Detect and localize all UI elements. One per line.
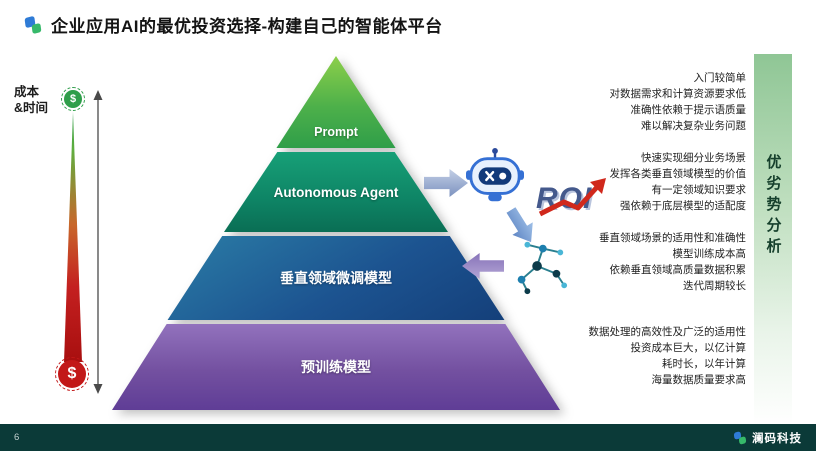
brand-mark-icon: [24, 15, 42, 34]
molecule-icon: [508, 236, 570, 296]
dollar-coin-small-icon: $: [61, 87, 85, 111]
note-block-agent: 快速实现细分业务场景 发挥各类垂直领域模型的价值 有一定领域知识要求 强依赖于底…: [610, 150, 747, 214]
note-block-prompt: 入门较简单 对数据需求和计算资源要求低 准确性依赖于提示语质量 难以解决复杂业务…: [610, 70, 747, 134]
note-line: 耗时长，以年计算: [662, 358, 746, 370]
note-block-pretrain: 数据处理的高效性及广泛的适用性 投资成本巨大，以亿计算 耗时长，以年计算 海量数…: [589, 324, 747, 388]
pyramid-layer-prompt-label: Prompt: [314, 125, 358, 139]
note-line: 发挥各类垂直领域模型的价值: [609, 168, 747, 180]
analysis-band: 优劣势分析: [754, 54, 792, 425]
note-line: 垂直领域场景的适用性和准确性: [599, 232, 746, 244]
cost-time-axis-label: 成本 &时间: [14, 84, 48, 116]
notes-panel: 入门较简单 对数据需求和计算资源要求低 准确性依赖于提示语质量 难以解决复杂业务…: [490, 0, 747, 420]
footer-bar: 6 澜码科技: [0, 424, 816, 451]
note-line: 有一定领域知识要求: [651, 184, 747, 196]
note-line: 海量数据质量要求高: [651, 374, 747, 386]
roi-graphic: ROI: [536, 178, 618, 228]
roi-rising-arrow-icon: [538, 178, 606, 217]
brand-mark-green-square: [738, 436, 746, 445]
note-line: 强依赖于底层模型的适配度: [620, 200, 746, 212]
page-number: 6: [14, 432, 20, 443]
footer-brand: 澜码科技: [733, 430, 802, 446]
note-line: 投资成本巨大，以亿计算: [630, 342, 747, 354]
robot-icon: [466, 146, 524, 210]
pyramid-layer-pretrain-label: 预训练模型: [301, 359, 371, 375]
note-line: 入门较简单: [693, 72, 747, 84]
brand-mark-green-square: [31, 22, 42, 34]
note-line: 对数据需求和计算资源要求低: [609, 88, 747, 100]
pyramid-layer-finetuned-model: 垂直领域微调模型: [167, 236, 505, 320]
brand-mark-icon: [733, 431, 746, 445]
note-line: 数据处理的高效性及广泛的适用性: [588, 326, 747, 338]
note-line: 准确性依赖于提示语质量: [630, 104, 747, 116]
investment-pyramid: Prompt Autonomous Agent 垂直领域微调模型 预训练模型: [112, 56, 560, 410]
dollar-coin-large-icon: $: [55, 357, 89, 391]
title-row: 企业应用AI的最优投资选择-构建自己的智能体平台: [24, 12, 443, 37]
note-line: 难以解决复杂业务问题: [641, 120, 746, 132]
note-line: 模型训练成本高: [672, 248, 747, 260]
note-line: 快速实现细分业务场景: [641, 152, 746, 164]
note-line: 迭代周期较长: [683, 280, 746, 292]
cost-label-line1: 成本: [14, 85, 40, 99]
pyramid-layer-pretrained-model: 预训练模型: [112, 324, 560, 410]
pyramid-layer-agent-label: Autonomous Agent: [273, 184, 399, 200]
footer-brand-name: 澜码科技: [752, 432, 802, 445]
cost-label-line2: &时间: [14, 101, 49, 115]
pyramid-layer-finetune-label: 垂直领域微调模型: [280, 270, 392, 286]
analysis-band-title: 优劣势分析: [764, 154, 782, 259]
page-title: 企业应用AI的最优投资选择-构建自己的智能体平台: [51, 17, 443, 36]
double-arrow-axis-icon: [93, 90, 103, 394]
cost-gradient-needle: [64, 112, 82, 362]
note-line: 依赖垂直领域高质量数据积累: [609, 264, 747, 276]
note-block-finetune: 垂直领域场景的适用性和准确性 模型训练成本高 依赖垂直领域高质量数据积累 迭代周…: [599, 230, 746, 294]
